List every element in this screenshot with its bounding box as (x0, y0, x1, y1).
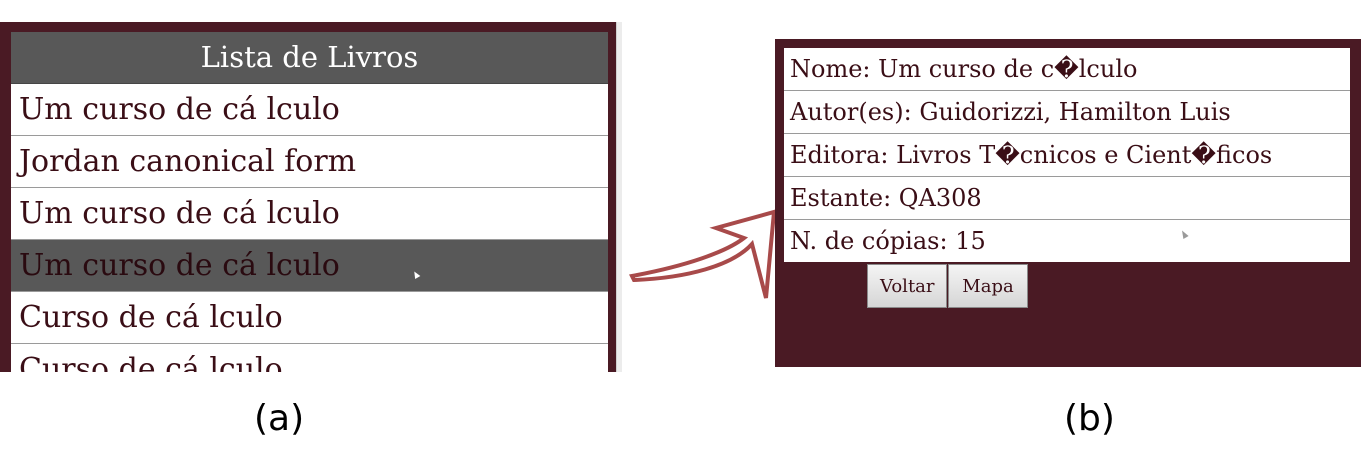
book-list-item-selected[interactable]: Um curso de cá lculo (11, 240, 608, 292)
caption-b: (b) (1064, 398, 1115, 439)
book-details-screen: Nome: Um curso de c�lculo Autor(es): Gui… (775, 39, 1361, 367)
book-list: Lista de Livros Um curso de cá lculo Jor… (11, 32, 608, 372)
book-list-item[interactable]: Um curso de cá lculo (11, 84, 608, 136)
back-button[interactable]: Voltar (867, 264, 947, 308)
book-list-title: Lista de Livros (11, 32, 608, 84)
book-shelf-field: Estante: QA308 (784, 177, 1350, 220)
mouse-pointer-icon (411, 269, 421, 280)
book-list-item[interactable]: Um curso de cá lculo (11, 188, 608, 240)
book-author-field: Autor(es): Guidorizzi, Hamilton Luis (784, 91, 1350, 134)
book-publisher-field: Editora: Livros T�cnicos e Cient�ficos (784, 134, 1350, 177)
book-list-screen: Lista de Livros Um curso de cá lculo Jor… (0, 22, 622, 372)
book-details: Nome: Um curso de c�lculo Autor(es): Gui… (784, 48, 1350, 262)
book-list-item[interactable]: Curso de cá lculo (11, 292, 608, 344)
scrollbar[interactable] (616, 22, 622, 372)
book-copies-field: N. de cópias: 15 (784, 220, 1350, 262)
map-button[interactable]: Mapa (948, 264, 1028, 308)
book-list-item-label: Um curso de cá lculo (19, 248, 340, 283)
button-bar: Voltar Mapa (867, 264, 1028, 308)
curved-arrow-icon (629, 209, 777, 299)
caption-a: (a) (254, 398, 305, 439)
mouse-pointer-icon (1179, 229, 1189, 239)
book-list-item[interactable]: Jordan canonical form (11, 136, 608, 188)
book-list-item[interactable]: Curso de cá lculo (11, 344, 608, 372)
book-name-field: Nome: Um curso de c�lculo (784, 48, 1350, 91)
book-copies-label: N. de cópias: 15 (790, 227, 986, 255)
